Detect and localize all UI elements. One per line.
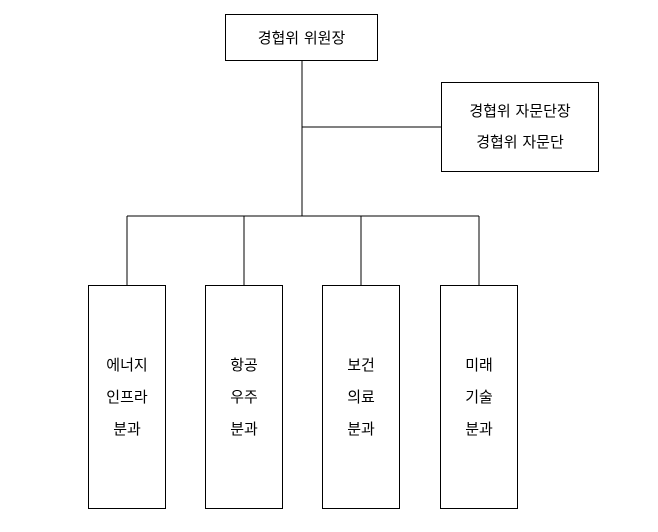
division-label-line: 우주: [230, 388, 258, 406]
division-label-line: 기술: [465, 388, 493, 406]
division-label-line: 분과: [347, 420, 375, 438]
division-label-line: 미래: [465, 356, 493, 374]
chairperson-box: 경협위 위원장: [225, 14, 378, 61]
division-label-line: 보건: [347, 356, 375, 374]
advisory-box: 경협위 자문단장 경협위 자문단: [441, 82, 599, 172]
division-future-technology: 미래 기술 분과: [440, 285, 518, 509]
division-label-line: 분과: [465, 420, 493, 438]
division-label-line: 분과: [113, 420, 141, 438]
advisory-group-label: 경협위 자문단: [476, 133, 564, 151]
division-label-line: 인프라: [106, 388, 148, 406]
division-label-line: 분과: [230, 420, 258, 438]
division-energy-infrastructure: 에너지 인프라 분과: [88, 285, 166, 509]
advisory-head-label: 경협위 자문단장: [469, 102, 571, 120]
division-label-line: 항공: [230, 356, 258, 374]
division-label-line: 에너지: [106, 356, 148, 374]
chairperson-title: 경협위 위원장: [257, 29, 346, 47]
division-aerospace: 항공 우주 분과: [205, 285, 283, 509]
division-health-medical: 보건 의료 분과: [322, 285, 400, 509]
division-label-line: 의료: [347, 388, 375, 406]
